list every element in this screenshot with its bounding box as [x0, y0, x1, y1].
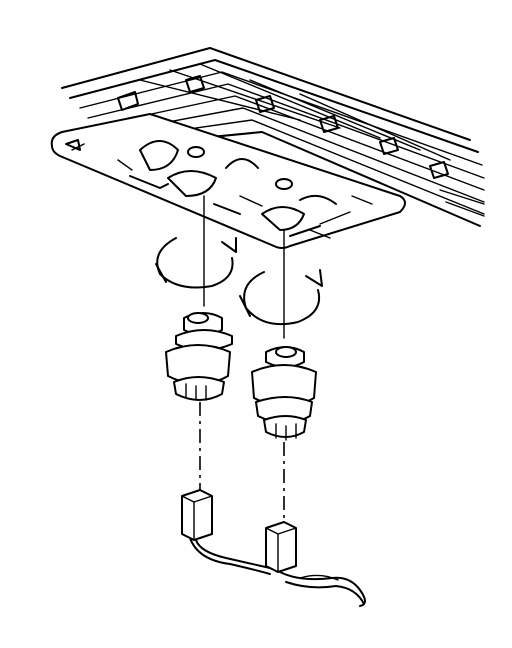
bulb-socket-icon: [251, 346, 317, 441]
bulb-socket-icon: [165, 312, 233, 401]
rotate-arrow-icon: [155, 237, 237, 289]
wire-connector-icon: [181, 489, 213, 541]
wire-connector-icon: [265, 521, 297, 573]
mounting-plate-icon: [50, 113, 406, 249]
wire-harness: [189, 537, 366, 607]
rotate-arrow-icon: [239, 269, 323, 326]
dashed-lines: [199, 402, 285, 526]
